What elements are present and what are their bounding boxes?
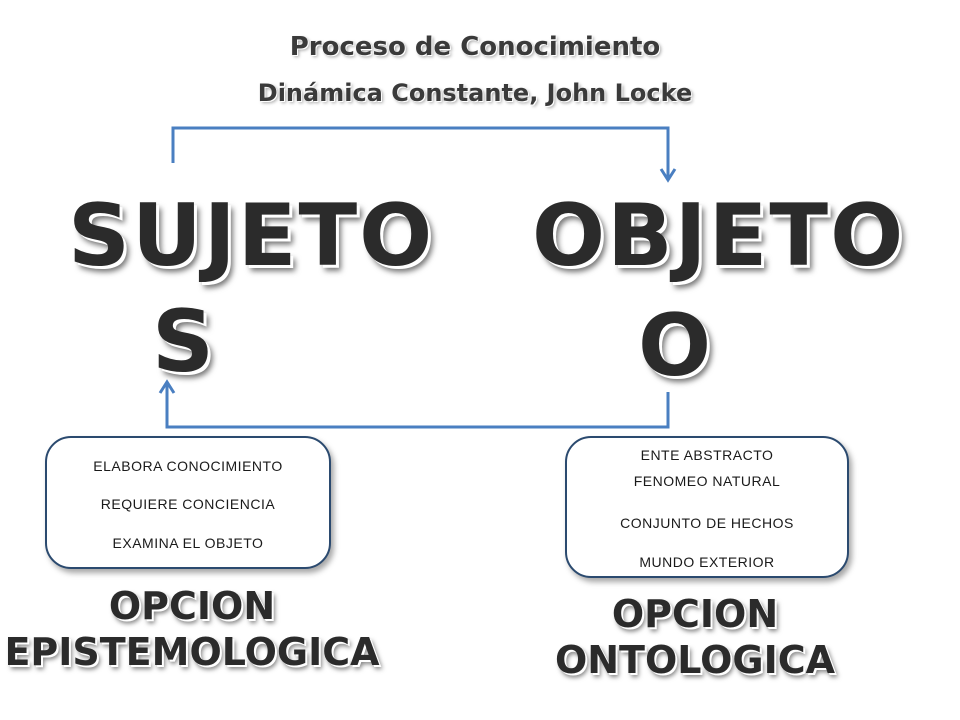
objeto-characteristics-box: ENTE ABSTRACTO FENOMEO NATURAL CONJUNTO … xyxy=(565,436,849,578)
list-item: ENTE ABSTRACTO xyxy=(640,447,774,463)
top-connector-arrow xyxy=(171,126,670,178)
ontological-option-label: OPCION xyxy=(611,592,779,636)
diagram-subtitle: Dinámica Constante, John Locke xyxy=(257,79,693,107)
list-item: MUNDO EXTERIOR xyxy=(639,554,775,570)
list-item: REQUIERE CONCIENCIA xyxy=(100,496,276,512)
sujeto-label: SUJETO xyxy=(68,186,435,286)
sujeto-characteristics-box: ELABORA CONOCIMIENTO REQUIERE CONCIENCIA… xyxy=(45,436,331,569)
sujeto-label-wrap: S xyxy=(152,292,216,392)
objeto-label-wrap: O xyxy=(638,296,714,396)
epistemological-option-name: EPISTEMOLOGICA xyxy=(4,630,380,674)
list-item: FENOMEO NATURAL xyxy=(633,473,781,489)
bottom-arrowhead xyxy=(158,379,176,394)
epistemological-option-label: OPCION xyxy=(108,584,276,628)
list-item: CONJUNTO DE HECHOS xyxy=(620,515,794,531)
list-item: EXAMINA EL OBJETO xyxy=(112,535,264,551)
top-arrowhead xyxy=(659,168,677,183)
bottom-connector-arrow xyxy=(165,384,670,429)
diagram-title: Proceso de Conocimiento xyxy=(289,32,661,62)
list-item: ELABORA CONOCIMIENTO xyxy=(93,458,283,474)
objeto-label: OBJETO xyxy=(532,186,906,286)
ontological-option-name: ONTOLOGICA xyxy=(554,638,836,682)
